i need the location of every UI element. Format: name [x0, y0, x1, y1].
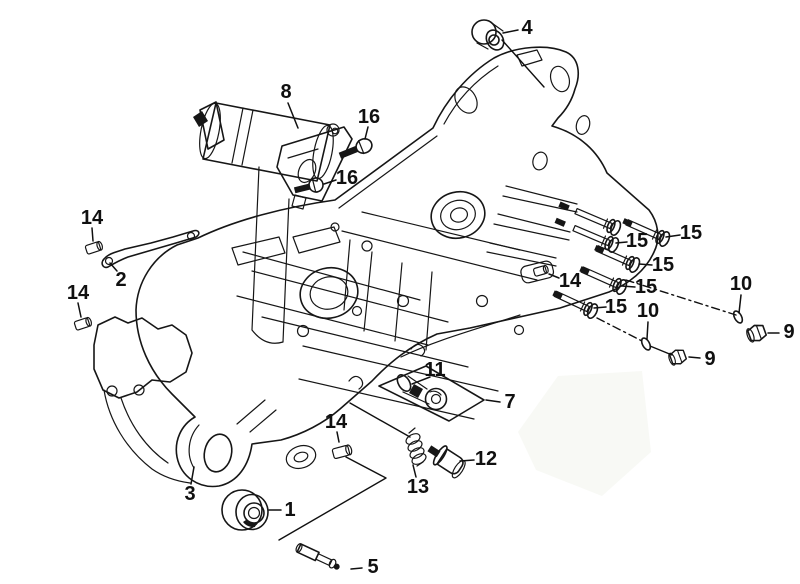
leader-line-14	[548, 273, 560, 279]
part-label-7: 7	[504, 391, 515, 413]
leader-line-10	[738, 294, 742, 314]
plug-9-drawing	[668, 349, 688, 366]
bushing-4-drawing	[471, 19, 505, 51]
flange-bolt-15-drawing	[552, 290, 599, 320]
flange-bolt-15-drawing	[594, 244, 641, 273]
bolt-5-locator-line	[278, 456, 387, 541]
leader-line-16	[323, 179, 337, 185]
drain-bolt-locator-line	[349, 402, 411, 438]
part-label-16: 16	[336, 167, 358, 189]
leader-line-10	[646, 321, 649, 340]
leader-line-7	[485, 399, 501, 403]
leader-line-15	[615, 241, 628, 244]
leader-line-15	[593, 306, 607, 309]
leader-line-15	[638, 263, 653, 266]
bolt-5-drawing	[295, 543, 340, 570]
dowel-pin-drawing	[73, 316, 93, 331]
roller-bushing-drawing	[221, 489, 269, 531]
part-label-5: 5	[367, 556, 378, 578]
part-label-14: 14	[81, 207, 104, 229]
part-label-12: 12	[475, 448, 497, 470]
leader-line-2	[109, 262, 118, 272]
part-label-15: 15	[635, 276, 657, 298]
leader-line-16	[364, 126, 369, 140]
part-label-15: 15	[605, 296, 627, 318]
part-label-10: 10	[730, 273, 752, 295]
part-label-9: 9	[783, 321, 794, 343]
part-label-10: 10	[637, 300, 659, 322]
gasket-drawing	[101, 229, 200, 269]
part-label-2: 2	[115, 269, 126, 291]
leader-line-14	[336, 431, 340, 443]
part-label-15: 15	[652, 254, 674, 276]
part-label-15: 15	[680, 222, 702, 244]
bushing-4-to-case-line	[501, 39, 545, 88]
part-label-9: 9	[704, 348, 715, 370]
part-label-14: 14	[325, 411, 348, 433]
part-label-3: 3	[184, 483, 195, 505]
plug-row-lower-line	[596, 317, 645, 343]
flange-bolt-15-drawing	[558, 201, 622, 236]
drain-bolt-drawing	[427, 445, 466, 479]
washer-10-drawing	[640, 310, 744, 351]
dowel-pin-drawing	[331, 444, 353, 460]
part-label-16: 16	[358, 106, 380, 128]
bolt-16-lower-drawing	[293, 177, 324, 194]
leader-line-9	[688, 356, 701, 359]
flange-bolt-15-drawing	[554, 217, 620, 253]
washer-to-plug-lower-line	[649, 345, 673, 356]
part-label-15: 15	[626, 230, 648, 252]
part-label-13: 13	[407, 476, 429, 498]
starter-motor-drawing	[193, 101, 353, 210]
flange-bolt-15-drawing	[579, 266, 628, 295]
dowel-pin-drawing	[84, 240, 104, 255]
leader-line-12	[459, 459, 475, 462]
part-label-14: 14	[67, 282, 90, 304]
part-label-14: 14	[559, 270, 582, 292]
flange-bolt-15-drawing	[622, 218, 671, 247]
strainer-plate-drawing	[378, 365, 485, 422]
paper-shade	[518, 371, 651, 496]
crankcase-body-drawing	[135, 46, 659, 488]
leader-line-3	[190, 466, 195, 485]
plug-9-drawing	[746, 324, 768, 343]
part-label-1: 1	[284, 499, 295, 521]
leader-line-8	[287, 102, 299, 129]
reference-line-layer	[278, 39, 737, 541]
leader-line-4	[502, 29, 519, 34]
leader-line-14	[91, 227, 94, 242]
leader-line-5	[350, 567, 363, 570]
part-label-11: 11	[424, 359, 445, 381]
part-label-4: 4	[521, 17, 533, 39]
spring-drawing	[405, 427, 427, 467]
plug-row-upper-line	[625, 279, 737, 316]
leader-line-15	[621, 285, 636, 288]
dowel-pin-drawing	[533, 264, 549, 277]
leader-line-15	[665, 234, 681, 238]
leader-line-14	[77, 302, 82, 318]
leader-line-13	[412, 464, 417, 478]
part-label-8: 8	[280, 81, 291, 103]
left-cover-drawing	[93, 316, 193, 484]
leader-line-11	[411, 376, 431, 385]
